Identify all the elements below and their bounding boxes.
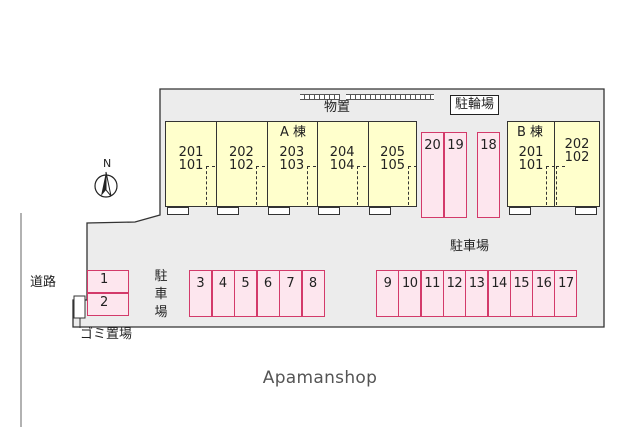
parking-vertical-label: 駐 車 場 (154, 268, 168, 322)
bicycle-parking-label: 駐輪場 (450, 95, 500, 115)
parking-vertical-char-3: 場 (154, 305, 168, 320)
unit-number-upper: 204 (329, 145, 355, 160)
entrance-step (575, 207, 597, 215)
unit-number-upper: 202 (564, 137, 590, 152)
parking-space-15: 15 (509, 270, 533, 317)
entrance-dashed (306, 166, 316, 205)
entrance-dashed (357, 166, 367, 205)
parking-space-10: 10 (398, 270, 422, 317)
parking-space-12: 12 (442, 270, 466, 317)
unit-number-lower: 102 (564, 150, 590, 165)
parking-vertical-char-1: 駐 (154, 269, 168, 284)
parking-space-5: 5 (234, 270, 257, 317)
north-arrow: N (92, 158, 126, 202)
parking-lot-label: 駐車場 (450, 239, 490, 254)
entrance-dashed (256, 166, 266, 205)
storage-strip-right (346, 94, 434, 100)
unit-number-lower: 105 (380, 158, 405, 173)
parking-space-2: 2 (87, 293, 129, 316)
unit-number-lower: 101 (178, 158, 204, 173)
parking-space-1: 1 (87, 270, 129, 293)
parking-space-19: 19 (444, 132, 467, 218)
unit-divider (367, 122, 369, 206)
entrance-step (368, 207, 391, 215)
parking-space-4: 4 (211, 270, 235, 317)
entrance-dashed (206, 166, 215, 205)
parking-space-13: 13 (465, 270, 489, 317)
parking-space-8: 8 (301, 270, 325, 317)
parking-space-16: 16 (532, 270, 556, 317)
parking-space-17: 17 (554, 270, 578, 317)
parking-space-20: 20 (421, 132, 444, 218)
parking-space-3: 3 (189, 270, 212, 317)
unit-divider (216, 122, 218, 206)
building-a-label: A 棟 (280, 125, 307, 140)
unit-number-upper: 203 (279, 145, 305, 160)
building-b-label: B 棟 (517, 125, 544, 140)
entrance-step (167, 207, 189, 215)
unit-number-lower: 104 (329, 158, 355, 173)
parking-space-6: 6 (256, 270, 280, 317)
parking-space-9: 9 (376, 270, 399, 317)
road-label: 道路 (30, 275, 57, 290)
garbage-label: ゴミ置場 (80, 327, 133, 342)
watermark: Apamanshop (262, 368, 378, 388)
parking-space-7: 7 (279, 270, 302, 317)
unit-divider (554, 122, 555, 206)
unit-divider (266, 122, 268, 206)
entrance-dashed (546, 166, 555, 205)
unit-number-upper: 205 (380, 145, 405, 160)
unit-number-lower: 102 (228, 158, 254, 173)
storage-label: 物置 (324, 100, 351, 115)
parking-space-18: 18 (477, 132, 500, 218)
entrance-dashed (407, 166, 417, 205)
unit-number-lower: 101 (518, 158, 544, 173)
unit-number-lower: 103 (279, 158, 305, 173)
unit-number-upper: 201 (518, 145, 544, 160)
storage-strip-left (300, 94, 340, 100)
unit-number-upper: 202 (228, 145, 254, 160)
north-label: N (103, 157, 112, 170)
unit-number-upper: 201 (178, 145, 204, 160)
entrance-step (217, 207, 240, 215)
unit-divider (317, 122, 319, 206)
entrance-step (318, 207, 341, 215)
parking-space-14: 14 (487, 270, 511, 317)
entrance-step (509, 207, 531, 215)
compass-icon (94, 171, 118, 198)
entrance-step (267, 207, 290, 215)
parking-space-11: 11 (420, 270, 444, 317)
garbage-box (73, 295, 86, 319)
parking-vertical-char-2: 車 (154, 287, 168, 302)
entrance-dashed (556, 166, 565, 205)
